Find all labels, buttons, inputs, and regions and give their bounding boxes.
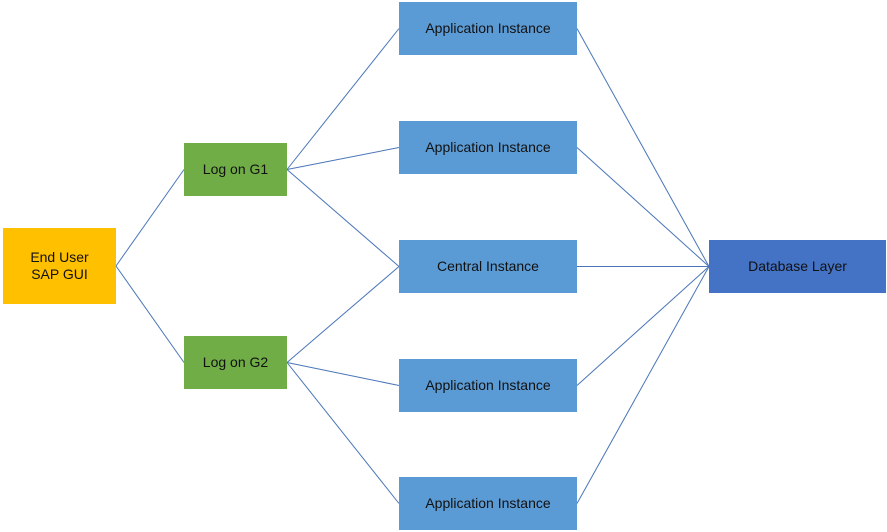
connector-logon_g2-to-app_4 [286,362,400,386]
database-layer-node: Database Layer [709,240,886,293]
application-instance-node: Application Instance [399,477,577,530]
application-instance-node: Application Instance [399,359,577,412]
connector-logon_g1-to-central [286,169,400,267]
logon-g1-label: Log on G1 [202,161,269,177]
connector-app_1-to-database [576,28,710,267]
application-instance-label: Application Instance [425,139,551,155]
application-instance-label: Application Instance [425,377,551,393]
connector-app_2-to-database [576,147,710,267]
logon-group-g1-node: Log on G1 [184,143,287,196]
end-user-label: End User SAP GUI [30,249,89,282]
connector-logon_g1-to-app_2 [286,147,400,170]
central-instance-label: Central Instance [437,258,539,274]
connector-app_4-to-database [576,266,710,386]
logon-group-g2-node: Log on G2 [184,336,287,389]
application-instance-label: Application Instance [425,495,551,511]
application-instance-node: Application Instance [399,121,577,174]
connector-logon_g1-to-app_1 [286,28,400,170]
application-instance-label: Application Instance [425,20,551,36]
connector-app_5-to-database [576,266,710,504]
connector-end_user-to-logon_g1 [115,169,185,267]
connector-logon_g2-to-central [286,266,400,363]
end-user-sap-gui-node: End User SAP GUI [3,228,116,304]
database-layer-label: Database Layer [748,258,847,274]
connector-end_user-to-logon_g2 [115,265,185,363]
connector-logon_g2-to-app_5 [286,362,400,504]
logon-g2-label: Log on G2 [202,354,269,370]
application-instance-node: Application Instance [399,2,577,55]
central-instance-node: Central Instance [399,240,577,293]
